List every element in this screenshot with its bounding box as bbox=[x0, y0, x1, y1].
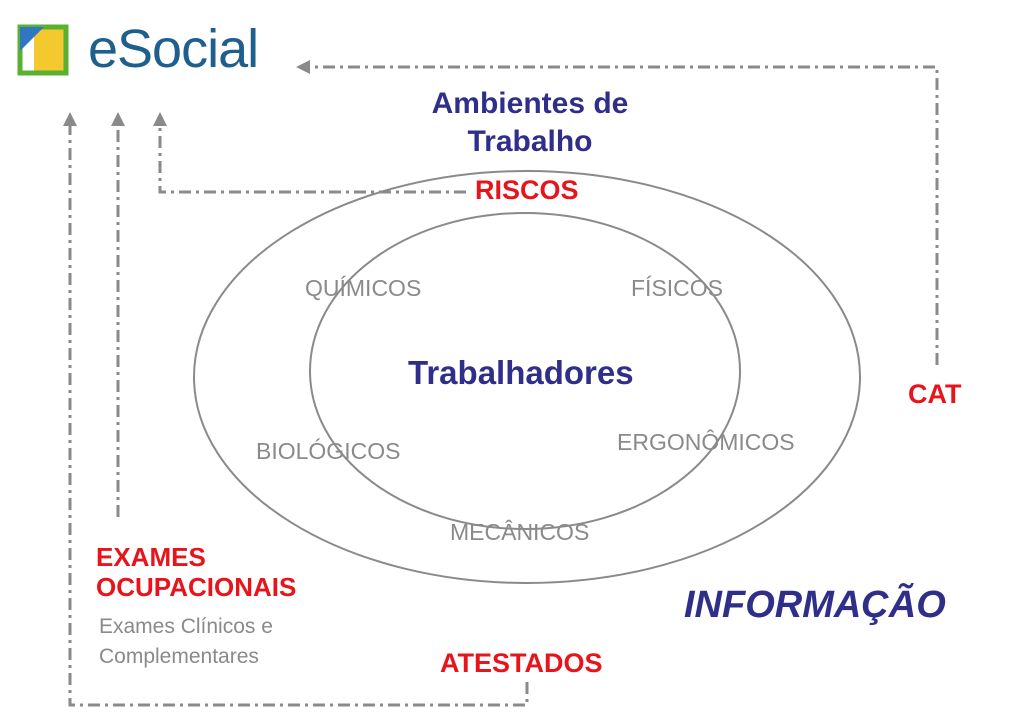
riscos-label: RISCOS bbox=[475, 175, 579, 205]
esocial-logo-text: eSocial bbox=[88, 19, 259, 79]
risk-fisicos: FÍSICOS bbox=[631, 275, 724, 301]
informacao-label: INFORMAÇÃO bbox=[684, 584, 946, 626]
atestados-arrow-line bbox=[68, 123, 529, 707]
atestados-label: ATESTADOS bbox=[440, 648, 603, 678]
cat-arrow-line bbox=[305, 65, 939, 365]
ambientes-title: Ambientes de Trabalho bbox=[431, 87, 629, 158]
riscos-arrow-line bbox=[158, 123, 466, 194]
esocial-logo-icon bbox=[17, 24, 69, 76]
arrowhead-up-icon bbox=[153, 112, 167, 126]
risk-ergonomicos: ERGONÔMICOS bbox=[617, 429, 795, 455]
arrowhead-up-icon bbox=[111, 112, 125, 126]
cat-label: CAT bbox=[908, 379, 962, 409]
arrowhead-left-icon bbox=[296, 60, 310, 74]
risk-mecanicos: MECÂNICOS bbox=[450, 519, 590, 545]
risk-biologicos: BIOLÓGICOS bbox=[256, 438, 401, 464]
risk-quimicos: QUÍMICOS bbox=[305, 275, 422, 301]
exames-subtitle: Exames Clínicos e Complementares bbox=[99, 615, 273, 668]
ambientes-ellipse bbox=[193, 170, 861, 584]
arrowhead-up-icon bbox=[63, 112, 77, 126]
exames-title: EXAMES OCUPACIONAIS bbox=[96, 542, 297, 602]
trabalhadores-ellipse bbox=[309, 212, 741, 530]
trabalhadores-label: Trabalhadores bbox=[408, 354, 634, 391]
